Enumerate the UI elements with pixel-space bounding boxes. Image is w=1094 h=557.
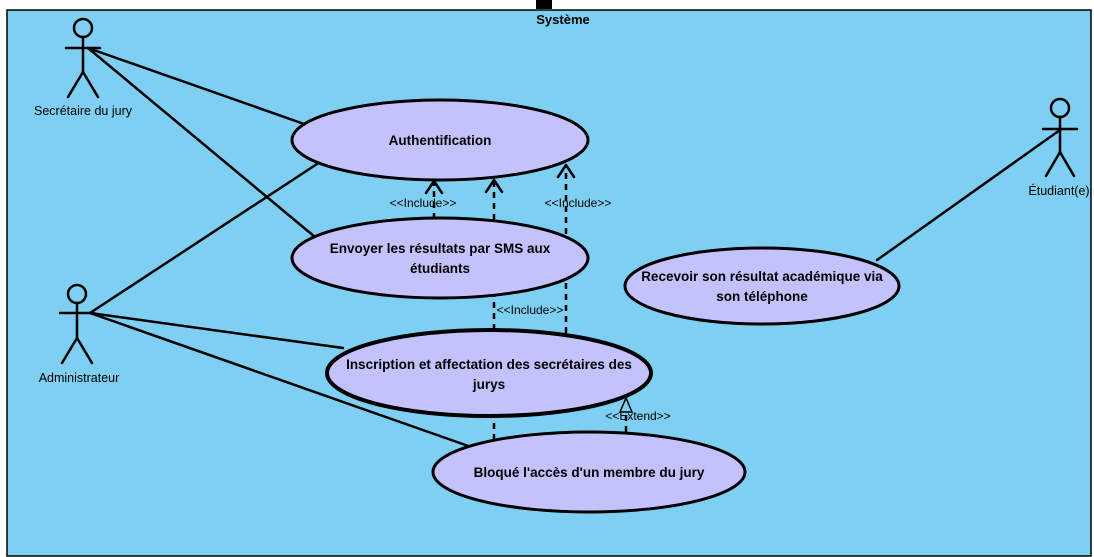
include-label: <<Include>> — [390, 196, 457, 210]
association-secretaire-envoyer[interactable] — [86, 46, 317, 239]
stick-figure-icon — [58, 283, 96, 365]
use-case-recevoir-resultat[interactable]: Recevoir son résultat académique via son… — [623, 246, 901, 326]
use-case-label-line-1: Envoyer les résultats par SMS aux — [330, 241, 551, 256]
use-case-authentification[interactable]: Authentification — [290, 98, 590, 182]
use-case-label-line-2: étudiants — [410, 261, 470, 276]
include-label: <<Include>> — [497, 303, 564, 317]
extend-bloque-inscription[interactable]: <<Extend>> — [605, 396, 671, 432]
use-case-label-line-1: Recevoir son résultat académique via — [641, 269, 883, 284]
system-title: Système — [536, 12, 589, 27]
actor-administrateur[interactable]: Administrateur — [39, 283, 120, 385]
use-case-label-line-2: son téléphone — [716, 289, 808, 304]
extend-label: <<Extend>> — [605, 409, 670, 423]
actor-name: Secrétaire du jury — [34, 104, 133, 118]
use-case-bloque-acces[interactable]: Bloqué l'accès d'un membre du jury — [431, 430, 747, 514]
association-admin-authentification[interactable] — [88, 160, 322, 315]
actor-name: Étudiant(e) — [1028, 183, 1089, 198]
include-label: <<Include>> — [545, 196, 612, 210]
use-case-label-line-1: Inscription et affectation des secrétair… — [346, 357, 632, 372]
use-case-label: Authentification — [389, 133, 492, 148]
association-admin-bloque[interactable] — [88, 311, 476, 450]
association-admin-inscription[interactable] — [88, 311, 345, 350]
use-case-label: Bloqué l'accès d'un membre du jury — [474, 465, 705, 480]
use-case-envoyer-resultats[interactable]: Envoyer les résultats par SMS aux étudia… — [290, 216, 590, 300]
use-case-label-line-2: jurys — [472, 377, 505, 392]
stick-figure-icon — [1041, 97, 1079, 178]
actor-secretaire-du-jury[interactable]: Secrétaire du jury — [34, 17, 133, 118]
stick-figure-icon — [64, 17, 102, 99]
association-etudiant-recevoir[interactable] — [875, 128, 1062, 262]
actor-name: Administrateur — [39, 371, 120, 385]
use-case-inscription-affectation[interactable]: Inscription et affectation des secrétair… — [325, 328, 653, 418]
cropped-title-artifact — [536, 0, 552, 9]
actor-etudiant[interactable]: Étudiant(e) — [1028, 97, 1090, 198]
association-secretaire-authentification[interactable] — [86, 46, 309, 127]
